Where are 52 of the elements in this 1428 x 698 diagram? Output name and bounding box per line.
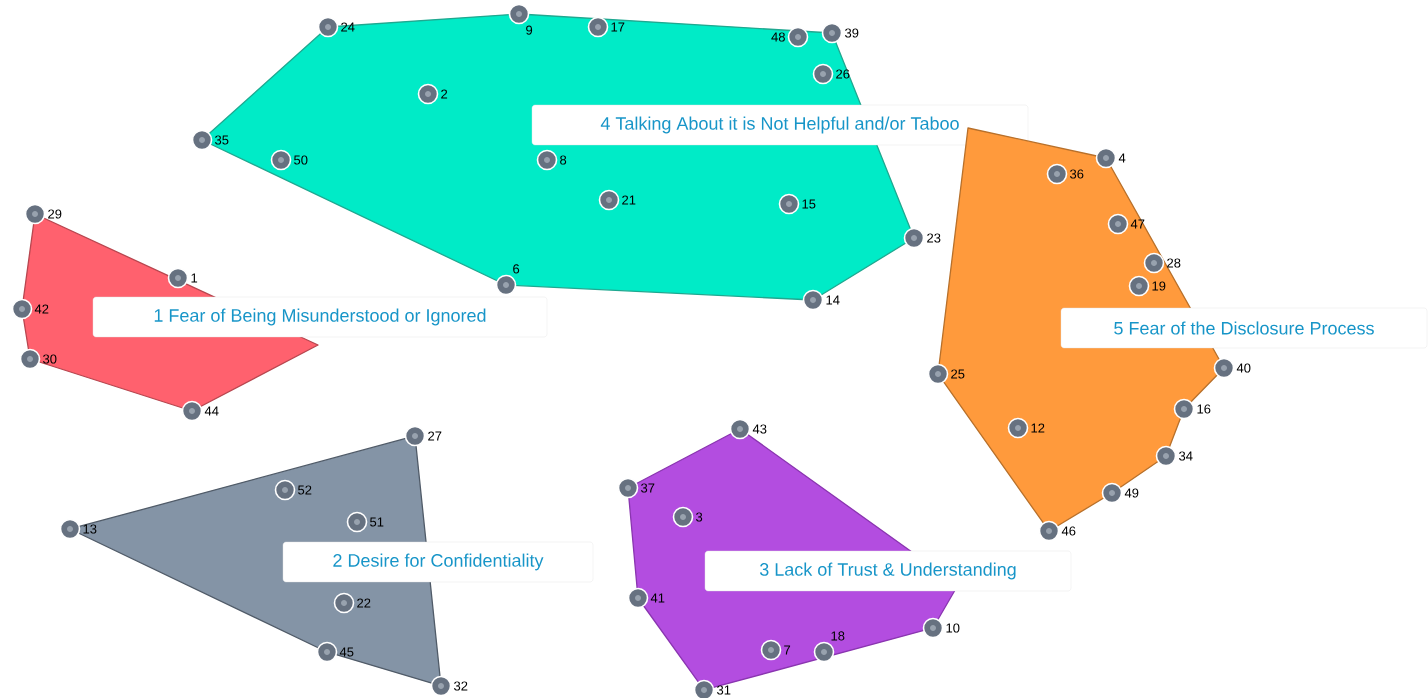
point-number: 14 [826,295,840,305]
point-number: 4 [1118,153,1126,163]
point-number: 15 [802,199,816,209]
cluster-tooltip: 3 Lack of Trust & Understanding [704,550,1072,592]
point-number: 23 [927,233,941,243]
point-number: 6 [513,264,520,274]
point-number: 22 [357,598,371,608]
point-number: 35 [215,135,229,145]
cluster-tooltip: 5 Fear of the Disclosure Process [1060,307,1428,349]
point-number: 44 [204,406,219,416]
point-number: 27 [428,431,442,441]
point-number: 42 [34,304,49,314]
point-number: 12 [1031,423,1045,433]
point-number: 24 [341,22,355,32]
point-number: 28 [1167,258,1181,268]
point-number: 8 [560,155,567,165]
point-number: 2 [441,89,448,99]
point-number: 47 [1130,219,1145,229]
point-number: 41 [650,593,665,603]
point-number: 51 [370,517,384,527]
point-number: 13 [83,524,97,534]
point-number: 1 [191,273,198,283]
point-number: 7 [784,645,791,655]
point-number: 43 [752,424,767,434]
point-number: 40 [1236,363,1251,373]
point-number: 49 [1124,488,1139,498]
point-number: 19 [1152,281,1166,291]
point-number: 50 [294,155,308,165]
point-number: 17 [611,22,625,32]
point-number: 31 [717,685,731,695]
point-number: 46 [1061,526,1076,536]
point-number: 21 [622,195,636,205]
cluster-tooltip: 1 Fear of Being Misunderstood or Ignored [92,296,548,338]
point-number: 30 [43,354,57,364]
point-number: 34 [1179,451,1193,461]
point-number: 48 [771,32,785,42]
point-number: 26 [836,69,850,79]
point-number: 16 [1197,404,1211,414]
point-number: 10 [946,623,960,633]
point-number: 29 [48,209,62,219]
point-number: 36 [1070,169,1084,179]
point-number: 3 [696,512,703,522]
point-number: 9 [526,25,533,35]
cluster-tooltip: 2 Desire for Confidentiality [282,541,594,583]
cluster-tooltip: 4 Talking About it is Not Helpful and/or Taboo [531,104,1029,146]
point-number: 52 [298,485,312,495]
point-number: 25 [951,369,965,379]
point-number: 37 [641,483,655,493]
point-number: 45 [339,647,354,657]
point-number: 32 [454,681,468,691]
point-number: 18 [831,631,845,641]
point-number: 39 [845,28,859,38]
